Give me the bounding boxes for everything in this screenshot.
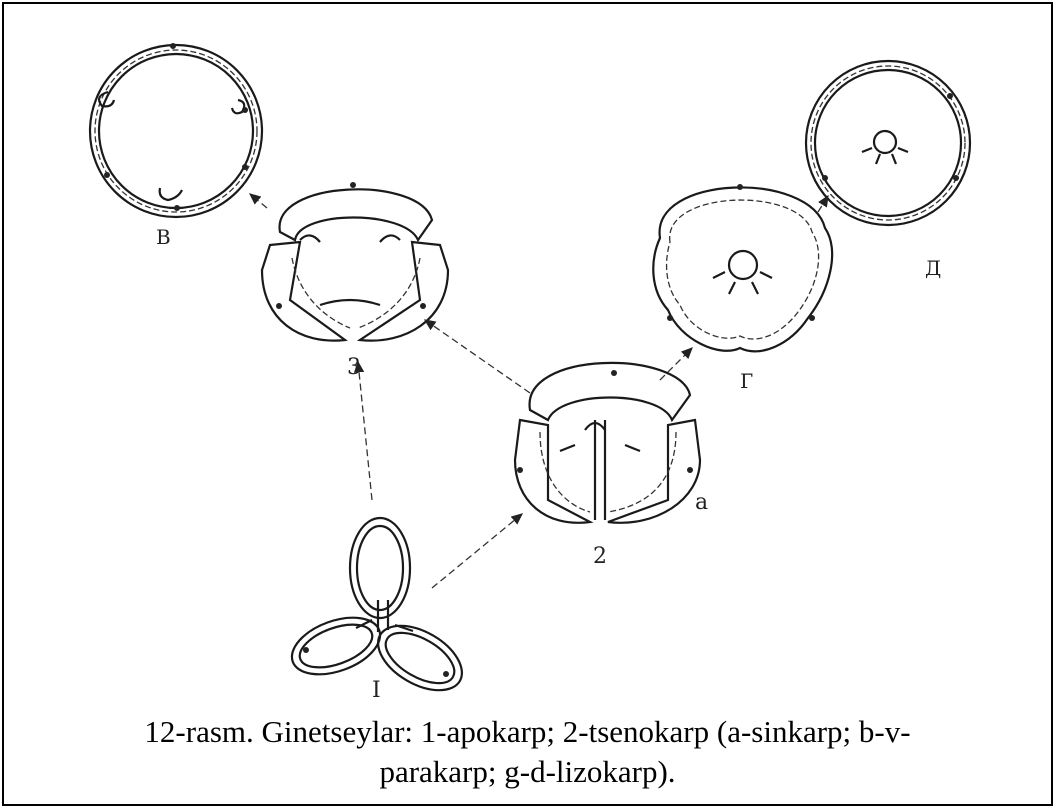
caption-line-1: 12-rasm. Ginetseylar: 1-apokarp; 2-tseno…: [144, 714, 911, 749]
arrow-3-to-b: [248, 193, 268, 209]
evolution-arrows: [248, 193, 829, 589]
label-b: B: [156, 225, 171, 249]
label-g: Г: [740, 369, 753, 393]
lysicarp-diagram-g: [652, 184, 834, 353]
paracarp-diagram-b: [88, 43, 264, 219]
arrow-1-to-3: [353, 360, 373, 501]
lysicarp-diagram-d: [804, 59, 972, 227]
arrow-2-to-g: [659, 347, 693, 381]
label-2: 2: [593, 544, 607, 569]
arrow-g-to-d: [817, 194, 829, 213]
apocarp-diagram-1: [290, 516, 464, 692]
diagram-3: [260, 182, 450, 342]
label-a: a: [695, 490, 708, 515]
syncarp-diagram-2: [513, 361, 702, 524]
label-d: Д: [925, 256, 941, 280]
label-1: I: [372, 678, 381, 703]
arrow-1-to-2: [431, 513, 524, 589]
caption-line-2: parakarp; g-d-lizokarp).: [379, 754, 676, 789]
arrow-2-to-3: [423, 319, 531, 394]
figure-caption: 12-rasm. Ginetseylar: 1-apokarp; 2-tseno…: [40, 712, 1015, 792]
label-3: 3: [347, 355, 361, 380]
